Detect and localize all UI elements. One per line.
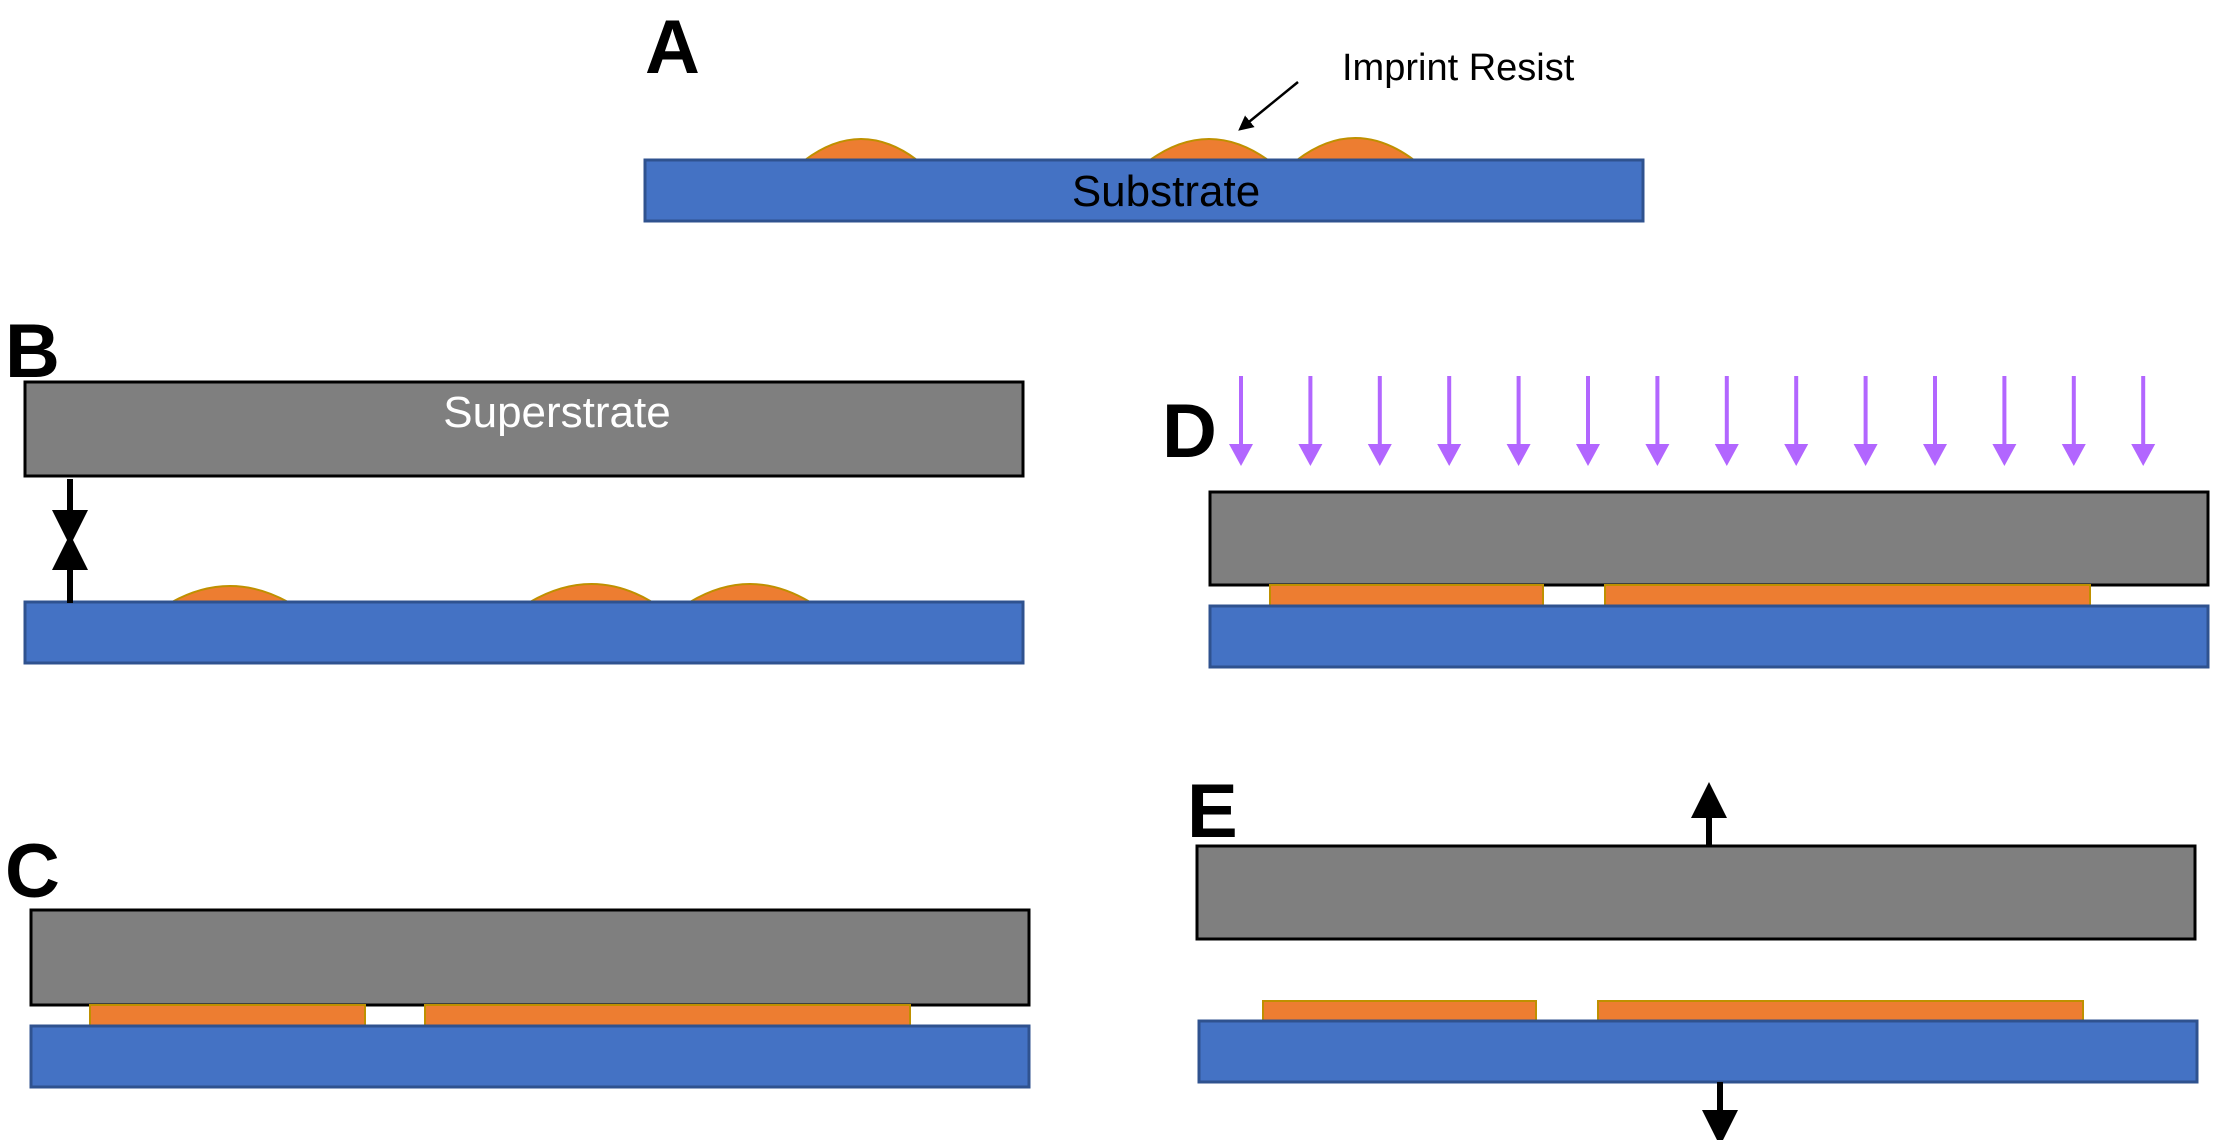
panel-c: C (5, 829, 1031, 1089)
superstrate (1208, 490, 2210, 587)
resist-layer (424, 1004, 911, 1027)
down-arrow-icon (1853, 376, 1878, 466)
resist-droplet (801, 138, 921, 161)
resist-droplet (686, 583, 814, 603)
down-arrow-icon (1576, 376, 1600, 466)
panel-e: E (1187, 769, 2199, 1140)
resist-layer (89, 1004, 366, 1027)
down-arrow-icon (1784, 376, 1809, 466)
substrate (1197, 1019, 2199, 1084)
panel-a: A Substrate Imprint Resist (643, 5, 1645, 223)
panel-d: D (1162, 376, 2210, 669)
superstrate-label: Superstrate (443, 388, 670, 437)
substrate (23, 600, 1025, 665)
resist-droplet (526, 583, 656, 603)
down-arrow-icon (2061, 376, 2086, 466)
down-arrow-icon (1437, 376, 1462, 466)
down-arrow-icon (1714, 376, 1739, 466)
down-arrow-icon (1645, 376, 1670, 466)
down-arrow-icon (1229, 376, 1253, 466)
substrate (643, 158, 1645, 223)
resist-droplet (1294, 137, 1418, 161)
down-arrow-icon (1298, 376, 1323, 466)
down-arrow-icon (1367, 376, 1392, 466)
resist-layer (1597, 1000, 2084, 1022)
resist-layer (1262, 1000, 1537, 1022)
down-arrow-icon (1923, 376, 1947, 466)
superstrate (23, 380, 1025, 478)
panel-b: B Superstrate (5, 309, 1025, 665)
resist-droplet (1146, 138, 1272, 161)
panel-e-label: E (1187, 769, 1238, 854)
panel-a-label: A (645, 5, 700, 90)
substrate (29, 1024, 1031, 1089)
substrate (1208, 604, 2210, 669)
down-arrow-icon (1506, 376, 1531, 466)
down-arrow-icon (1992, 376, 2017, 466)
superstrate (1195, 844, 2197, 941)
substrate-label: Substrate (1072, 167, 1260, 216)
resist-droplet (171, 585, 289, 603)
superstrate (29, 908, 1031, 1007)
panel-d-label: D (1162, 389, 1217, 474)
panel-b-label: B (5, 309, 60, 394)
callout-arrow-icon (1238, 81, 1299, 131)
resist-layer (1604, 584, 2091, 607)
panel-c-label: C (5, 829, 60, 914)
imprint-resist-label: Imprint Resist (1342, 47, 1575, 89)
resist-layer (1269, 584, 1544, 607)
down-arrow-icon (2131, 376, 2156, 466)
uv-light-arrows (1229, 376, 2156, 466)
